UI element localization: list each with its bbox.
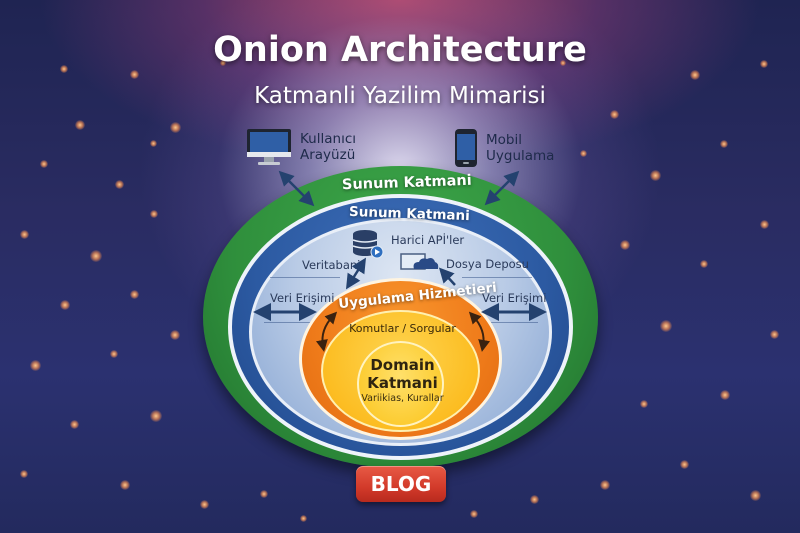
double-arrow-icon <box>278 170 315 207</box>
file-storage-label: Dosya Deposu <box>446 257 529 271</box>
curved-double-arrow-icon <box>315 311 338 352</box>
domain-layer <box>357 341 444 427</box>
page-subtitle: Katmanli Yazilim Mimarisi <box>254 83 546 109</box>
desktop-monitor-icon <box>247 129 291 165</box>
curved-double-arrow-icon <box>468 311 491 352</box>
client-ui-label-line2: Arayüzü <box>300 147 356 163</box>
external-apis-label: Harici APİ'ler <box>391 233 465 247</box>
divider-line <box>270 277 340 278</box>
client-ui-label-line1: Kullanıcı <box>300 131 356 147</box>
client-mobile-app: Mobil Uygulama <box>454 128 554 168</box>
database-label: Veritabani <box>302 258 361 272</box>
double-arrow-icon <box>345 257 367 290</box>
client-mobile-label-line1: Mobil <box>486 132 522 148</box>
data-access-right-label: Veri Erişimi <box>482 291 547 305</box>
mobile-phone-icon <box>455 129 477 167</box>
blog-button[interactable]: BLOG <box>356 466 446 502</box>
divider-line <box>264 322 324 323</box>
cloud-storage-icon <box>400 253 439 270</box>
divider-line <box>462 277 532 278</box>
commands-queries-label: Komutlar / Sorgular <box>349 322 456 335</box>
domain-layer-subtitle: Variikias, Kurallar <box>361 393 444 404</box>
divider-line <box>478 322 538 323</box>
client-mobile-label-line2: Uygulama <box>486 148 555 164</box>
database-icon <box>352 230 384 259</box>
domain-layer-title: Domain Katmani <box>367 356 438 392</box>
client-user-interface: Kullanıcı Arayüzü <box>246 128 356 166</box>
arrow-icon <box>438 267 456 286</box>
double-arrow-icon <box>484 170 520 206</box>
data-access-left-label: Veri Erişimi <box>270 291 335 305</box>
page-title: Onion Architecture <box>213 30 587 70</box>
